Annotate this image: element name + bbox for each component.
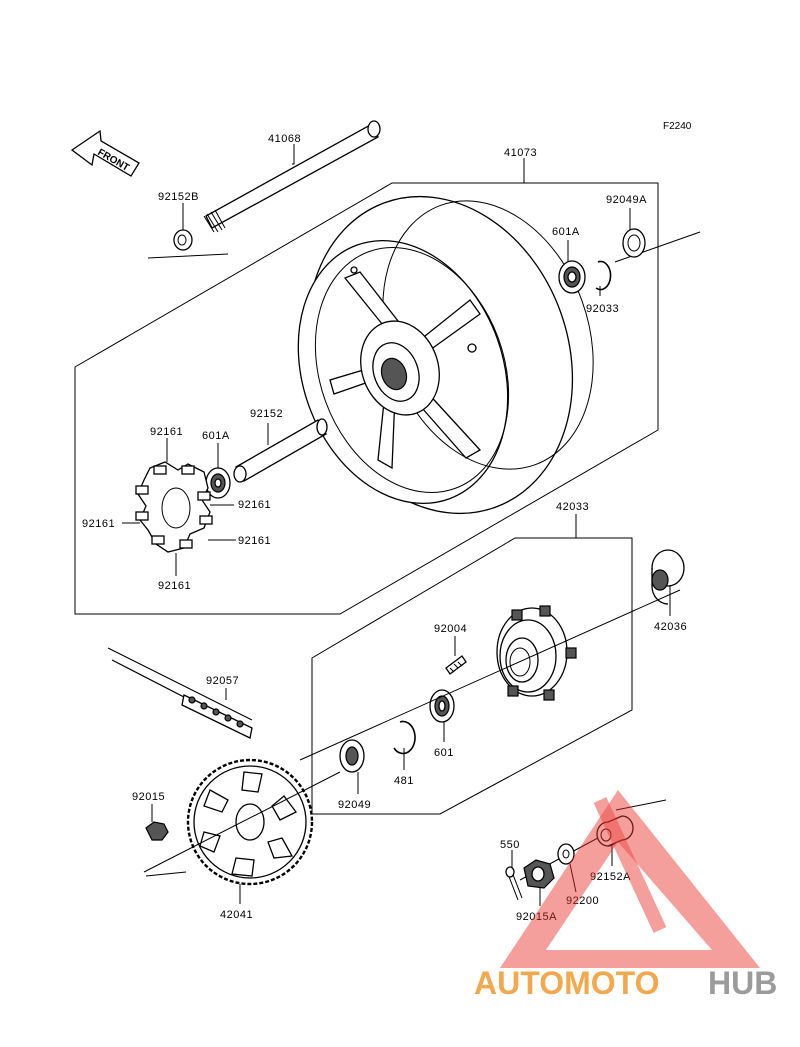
collar-92152b: [173, 229, 193, 251]
label-481: 481: [394, 775, 414, 787]
axle-41068: [203, 120, 381, 233]
watermark-text-1: AUTOMOTO: [474, 965, 659, 1001]
label-92161-a: 92161: [150, 426, 183, 438]
label-601a-top: 601A: [552, 226, 580, 238]
cotter-pin-550: [505, 866, 523, 901]
figure-code: F2240: [663, 121, 692, 132]
coupling-assembly-frame: [311, 537, 633, 815]
label-550: 550: [500, 839, 520, 851]
label-92033: 92033: [586, 303, 619, 315]
leader-lines: [122, 144, 671, 906]
coupling-42033: [496, 605, 577, 701]
watermark-triangle-icon: [500, 790, 760, 968]
collar-42036: [651, 549, 685, 605]
label-42033: 42033: [556, 501, 589, 513]
label-41073: 41073: [504, 147, 537, 159]
label-92049a: 92049A: [606, 194, 647, 206]
sprocket-42041: [186, 758, 314, 886]
rear-wheel-41073: [297, 195, 594, 515]
bearing-601: [429, 689, 455, 723]
label-92004: 92004: [434, 623, 467, 635]
label-92200: 92200: [566, 895, 599, 907]
label-92152: 92152: [250, 408, 283, 420]
label-92152a: 92152A: [590, 871, 631, 883]
wheel-assembly-frame: [74, 182, 659, 615]
label-92015: 92015: [132, 791, 165, 803]
collar-92152: [233, 418, 328, 483]
circlip-481: [393, 720, 416, 755]
label-41068: 41068: [268, 133, 301, 145]
circlip-92033: [595, 260, 612, 291]
watermark-text-2: HUB: [708, 965, 777, 1001]
oil-seal-92049: [339, 739, 365, 773]
label-92057: 92057: [206, 675, 239, 687]
watermark-logo: AUTOMOTO HUB: [474, 790, 777, 1001]
washer-92200: [557, 843, 575, 865]
label-42041: 42041: [220, 909, 253, 921]
chain-92057: [107, 647, 253, 739]
collar-92152a: [596, 815, 634, 847]
castle-nut-92015a: [523, 859, 555, 889]
label-92152b: 92152B: [158, 191, 199, 203]
label-601a-left: 601A: [202, 430, 230, 442]
stud-92004: [445, 655, 467, 675]
damper-92161: [135, 461, 213, 553]
label-92015a: 92015A: [516, 911, 557, 923]
label-92161-b: 92161: [238, 499, 271, 511]
label-92161-d: 92161: [238, 535, 271, 547]
oil-seal-92049a: [622, 228, 646, 258]
label-92049: 92049: [338, 799, 371, 811]
nut-92015: [145, 821, 169, 841]
label-92161-e: 92161: [158, 580, 191, 592]
label-92161-c: 92161: [82, 518, 115, 530]
label-601: 601: [434, 747, 454, 759]
front-arrow-icon: FRONT: [70, 129, 140, 177]
bearing-601a-right: [558, 260, 586, 294]
label-42036: 42036: [654, 621, 687, 633]
